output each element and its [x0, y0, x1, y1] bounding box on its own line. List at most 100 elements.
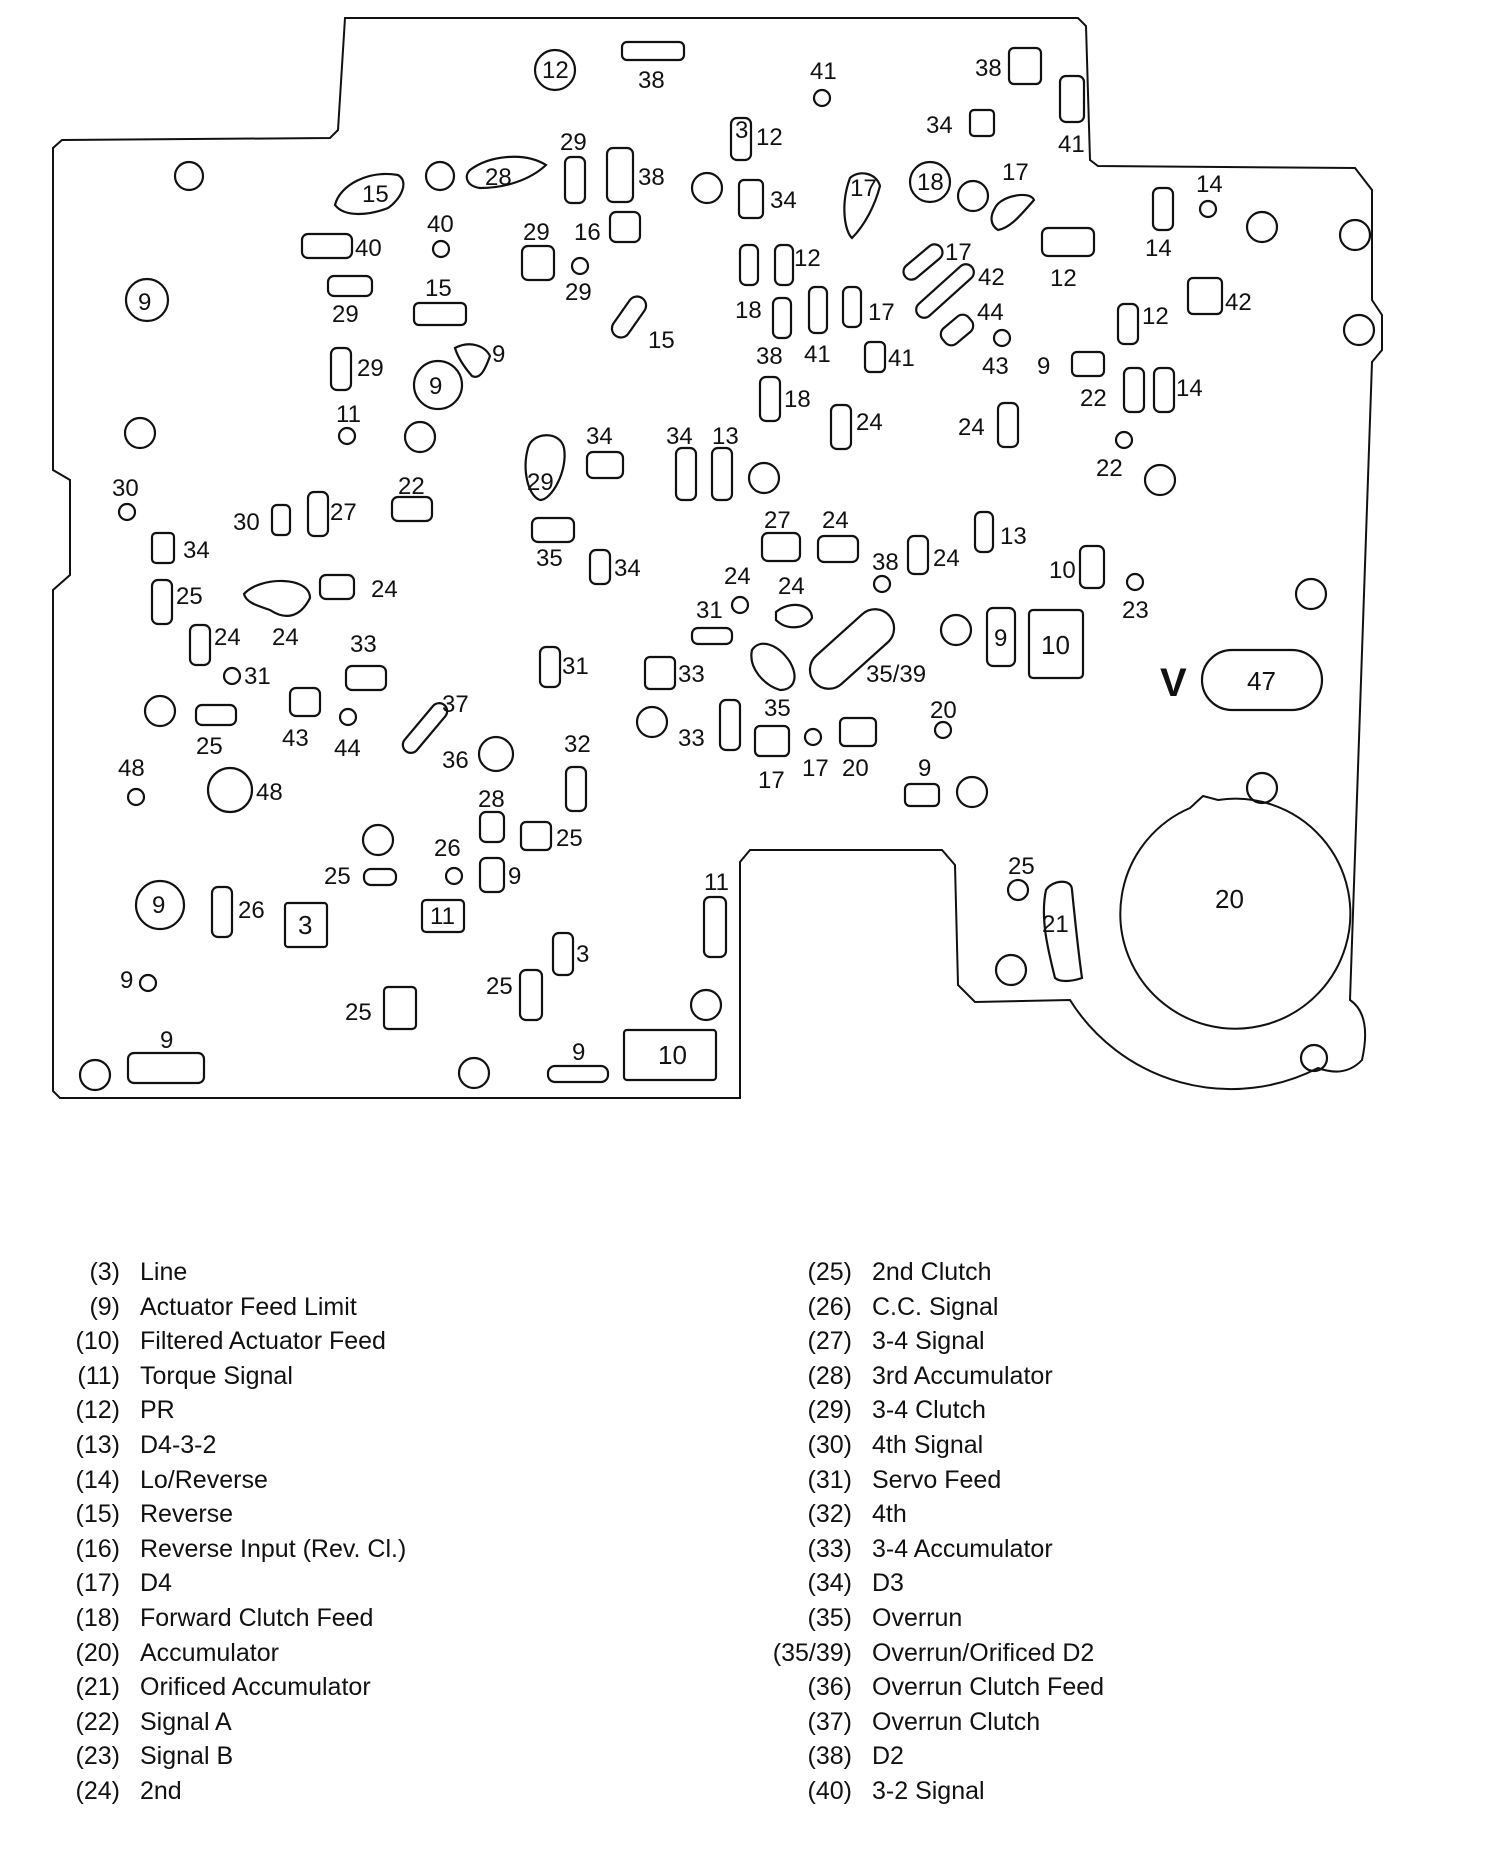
legend-row: (11)Torque Signal — [60, 1359, 406, 1394]
port-label: 3 — [576, 941, 589, 968]
legend-row: (40)3-2 Signal — [760, 1774, 1104, 1809]
legend-code: (14) — [75, 1465, 120, 1494]
port-label: 40 — [355, 235, 382, 262]
legend-row: (33)3-4 Accumulator — [760, 1532, 1104, 1567]
legend-code: (32) — [807, 1500, 852, 1529]
port-label: 24 — [822, 507, 849, 534]
port-label: 48 — [256, 779, 283, 806]
legend-code: (27) — [807, 1327, 852, 1356]
legend-desc: Signal B — [140, 1742, 234, 1771]
plate-holes — [78, 160, 1376, 1092]
legend-desc: PR — [140, 1396, 175, 1425]
port-label: 9 — [1037, 353, 1050, 380]
port-label: 38 — [638, 67, 665, 94]
port-label: 48 — [118, 755, 145, 782]
legend-row: (12) PR — [60, 1393, 406, 1428]
legend-row: (35/39)Overrun/Orificed D2 — [760, 1636, 1104, 1671]
legend-code: (24) — [75, 1776, 120, 1805]
legend-row: (22)Signal A — [60, 1705, 406, 1740]
port-label: 36 — [442, 747, 469, 774]
port-label: 10 — [1041, 630, 1070, 660]
port-label: 33 — [350, 631, 377, 658]
port-label: 26 — [238, 897, 265, 924]
port-label: 22 — [1096, 455, 1123, 482]
legend-row: (17)D4 — [60, 1566, 406, 1601]
port-label: 38 — [872, 549, 899, 576]
legend-code: (18) — [75, 1603, 120, 1632]
port-label: 12 — [542, 57, 569, 84]
port-label: 35/39 — [866, 661, 926, 688]
legend-desc: 3-4 Accumulator — [872, 1534, 1053, 1563]
legend-row: (28)3rd Accumulator — [760, 1359, 1104, 1394]
port-label: V — [1160, 661, 1187, 705]
port-label: 25 — [556, 825, 583, 852]
port-label: 17 — [868, 299, 895, 326]
port-label: 37 — [442, 691, 469, 718]
legend-row: (15) Reverse — [60, 1497, 406, 1532]
port-label: 34 — [666, 423, 693, 450]
port-label: 18 — [917, 169, 944, 196]
legend-code: (15) — [75, 1500, 120, 1529]
port-label: 15 — [425, 275, 452, 302]
port-label: 9 — [994, 625, 1007, 652]
legend-code: (3) — [89, 1258, 120, 1286]
legend-row: (10)Filtered Actuator Feed — [60, 1324, 406, 1359]
legend-code: (17) — [75, 1569, 120, 1598]
legend-row: (30)4th Signal — [760, 1428, 1104, 1463]
legend-code: (37) — [807, 1707, 852, 1736]
legend-desc: 2nd Clutch — [872, 1258, 992, 1286]
legend-row: (14)Lo/Reverse — [60, 1463, 406, 1498]
port-label: 42 — [978, 264, 1005, 291]
port-label: 12 — [1142, 303, 1169, 330]
legend-code: (13) — [75, 1430, 120, 1459]
legend-right-column: (25)2nd Clutch (26)C.C. Signal (27)3-4 S… — [760, 1255, 1104, 1809]
port-label: 29 — [527, 469, 554, 496]
port-label: 14 — [1196, 171, 1223, 198]
legend-row: (23)Signal B — [60, 1739, 406, 1774]
port-label: 40 — [427, 211, 454, 238]
legend-row: (13) D4-3-2 — [60, 1428, 406, 1463]
legend-row: (26)C.C. Signal — [760, 1290, 1104, 1325]
port-label: 47 — [1247, 666, 1276, 696]
port-label: 27 — [330, 499, 357, 526]
legend-code: (12) — [75, 1396, 120, 1425]
port-label: 41 — [804, 341, 831, 368]
port-label: 9 — [120, 967, 133, 994]
port-label: 18 — [735, 297, 762, 324]
legend-left-column: (3)Line (9)Actuator Feed Limit (10)Filte… — [60, 1255, 407, 1809]
port-label: 31 — [244, 663, 271, 690]
legend-row: (35)Overrun — [760, 1601, 1104, 1636]
port-label: 24 — [778, 573, 805, 600]
port-label: 20 — [930, 697, 957, 724]
port-label: 25 — [176, 583, 203, 610]
legend-desc: Reverse — [140, 1500, 234, 1529]
legend-code: (26) — [807, 1292, 852, 1321]
legend-row: (34)D3 — [760, 1566, 1104, 1601]
port-label: 43 — [282, 725, 309, 752]
port-label: 17 — [802, 755, 829, 782]
port-label: 17 — [945, 239, 972, 266]
port-label: 33 — [678, 661, 705, 688]
port-label: 38 — [756, 343, 783, 370]
legend-code: (35) — [807, 1603, 852, 1632]
port-label: 9 — [429, 373, 442, 400]
legend-row: (31)Servo Feed — [760, 1463, 1104, 1498]
legend-row: (16)Reverse Input (Rev. Cl.) — [60, 1532, 407, 1567]
port-label: 38 — [975, 55, 1002, 82]
port-label: 9 — [918, 755, 931, 782]
port-label: 34 — [926, 112, 953, 139]
port-label: 29 — [560, 129, 587, 156]
legend-desc: 4th — [872, 1500, 907, 1529]
port-label: 11 — [430, 903, 455, 930]
port-label: 9 — [508, 863, 521, 890]
port-label: 16 — [574, 219, 601, 246]
legend-code: (29) — [807, 1396, 852, 1425]
legend-code: (36) — [807, 1673, 852, 1702]
port-label: 32 — [564, 731, 591, 758]
port-label: 22 — [398, 473, 425, 500]
port-label: 20 — [842, 755, 869, 782]
port-label: 24 — [856, 409, 883, 436]
port-label-layer: 12 38 41 38 34 41 3 12 29 38 28 15 34 17… — [112, 55, 1276, 1070]
legend-desc: D2 — [872, 1742, 904, 1771]
legend-desc: D4-3-2 — [140, 1430, 217, 1459]
